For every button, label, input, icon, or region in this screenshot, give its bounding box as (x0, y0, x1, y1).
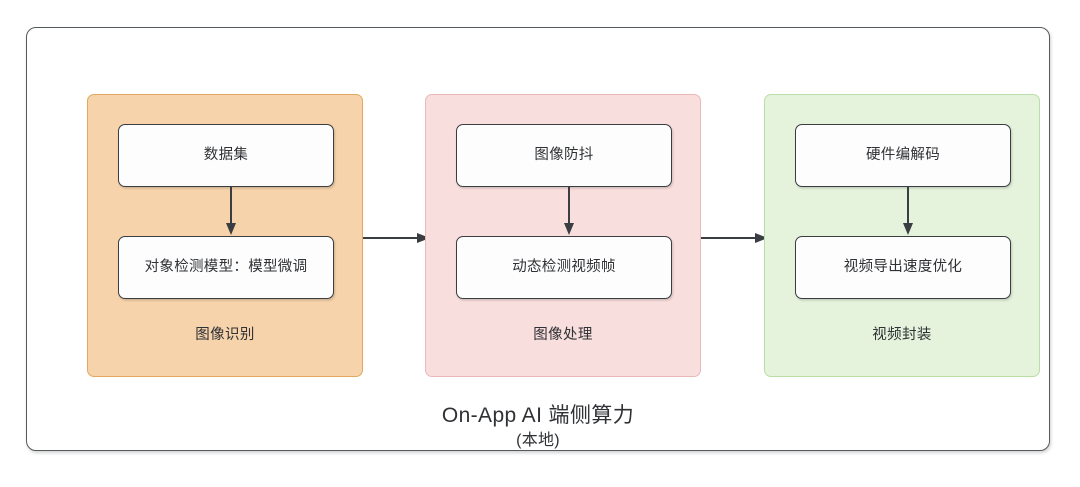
node-export-speed-optimization[interactable]: 视频导出速度优化 (795, 236, 1011, 299)
node-label: 对象检测模型：模型微调 (144, 259, 308, 276)
node-object-detection-finetune[interactable]: 对象检测模型：模型微调 (118, 236, 334, 299)
node-motion-detection-frames[interactable]: 动态检测视频帧 (456, 236, 672, 299)
arrow-line (230, 187, 232, 227)
node-dataset[interactable]: 数据集 (118, 124, 334, 187)
arrow-line (568, 187, 570, 227)
arrow-head (903, 223, 913, 235)
diagram-outer-frame: 数据集 对象检测模型：模型微调 图像识别 图像防抖 (26, 27, 1050, 451)
node-label: 图像防抖 (534, 147, 594, 164)
stage-group-video-packaging[interactable]: 硬件编解码 视频导出速度优化 视频封装 (764, 94, 1040, 377)
arrow-head (226, 223, 236, 235)
diagram-title-primary: On-App AI 端侧算力 (441, 404, 635, 427)
node-label: 硬件编解码 (866, 147, 940, 164)
node-label: 数据集 (203, 147, 249, 164)
arrow-head (755, 232, 768, 243)
arrow-line (363, 237, 420, 239)
node-image-stabilization[interactable]: 图像防抖 (456, 124, 672, 187)
arrow-right-icon-stage-1-to-2 (363, 232, 431, 244)
arrow-right-icon-stage-2-to-3 (701, 232, 769, 244)
arrow-down-icon-stage-3 (902, 187, 914, 237)
diagram-title: On-App AI 端侧算力 (本地) (27, 403, 1049, 453)
arrow-head (564, 223, 574, 235)
arrow-head (417, 232, 430, 243)
stage-caption-image-processing: 图像处理 (533, 327, 593, 343)
arrow-line (701, 237, 758, 239)
stage-group-image-processing[interactable]: 图像防抖 动态检测视频帧 图像处理 (425, 94, 701, 377)
node-hardware-codec[interactable]: 硬件编解码 (795, 124, 1011, 187)
node-label: 视频导出速度优化 (843, 259, 963, 276)
stage-group-image-recognition[interactable]: 数据集 对象检测模型：模型微调 图像识别 (87, 94, 363, 377)
node-label: 动态检测视频帧 (512, 259, 616, 276)
stage-caption-image-recognition: 图像识别 (195, 327, 255, 343)
arrow-down-icon-stage-2 (563, 187, 575, 237)
diagram-title-secondary: (本地) (516, 432, 560, 450)
stage-caption-video-packaging: 视频封装 (872, 327, 932, 343)
arrow-down-icon-stage-1 (225, 187, 237, 237)
arrow-line (907, 187, 909, 227)
